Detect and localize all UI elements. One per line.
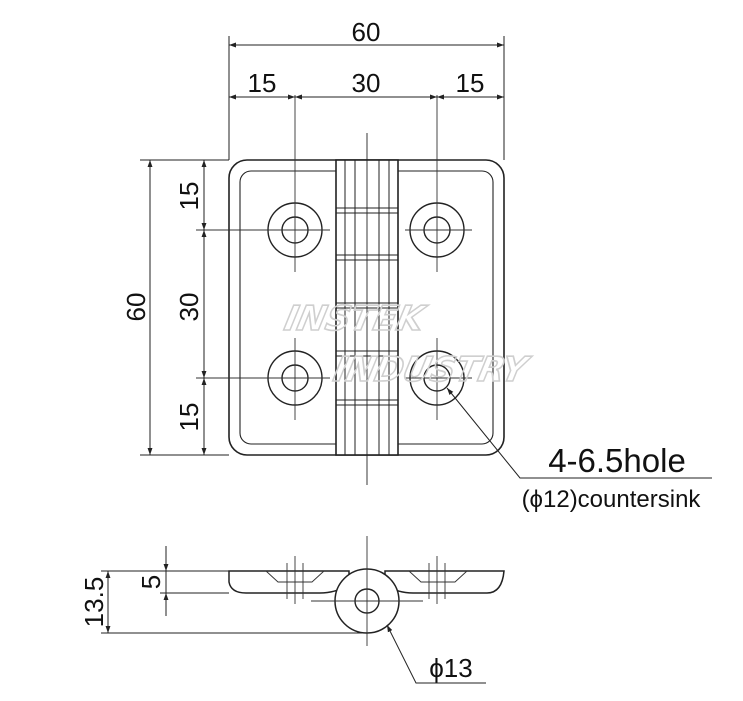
side-dimensions bbox=[101, 546, 367, 634]
dim-top-right: 15 bbox=[456, 68, 485, 98]
dim-left-middle: 30 bbox=[174, 293, 204, 322]
watermark-line-2: INDUSTRY bbox=[330, 350, 534, 390]
dim-side-thickness: 5 bbox=[136, 575, 166, 589]
dim-top-overall: 60 bbox=[352, 17, 381, 47]
dim-left-top: 15 bbox=[174, 182, 204, 211]
countersink-note: (ϕ12)countersink bbox=[522, 486, 702, 513]
hole-note: 4-6.5hole bbox=[548, 442, 686, 479]
watermark-line-1: INSTEK bbox=[281, 299, 430, 339]
dim-side-height: 13.5 bbox=[79, 577, 109, 628]
hinge-knuckle bbox=[335, 133, 399, 485]
top-dimensions bbox=[228, 36, 505, 160]
knuckle-diameter-leader bbox=[386, 624, 486, 684]
front-view: INSTEK INDUSTRY bbox=[196, 95, 535, 485]
dim-left-bottom: 15 bbox=[174, 403, 204, 432]
hole-centerlines bbox=[196, 95, 472, 420]
side-view-knuckle bbox=[311, 536, 423, 646]
left-dimensions bbox=[140, 159, 229, 456]
side-view bbox=[228, 536, 505, 646]
dim-left-overall: 60 bbox=[121, 293, 151, 322]
knuckle-diameter-label: ϕ13 bbox=[429, 653, 472, 683]
dim-top-left: 15 bbox=[248, 68, 277, 98]
hole-callout-leader bbox=[446, 387, 712, 479]
dim-top-middle: 30 bbox=[352, 68, 381, 98]
